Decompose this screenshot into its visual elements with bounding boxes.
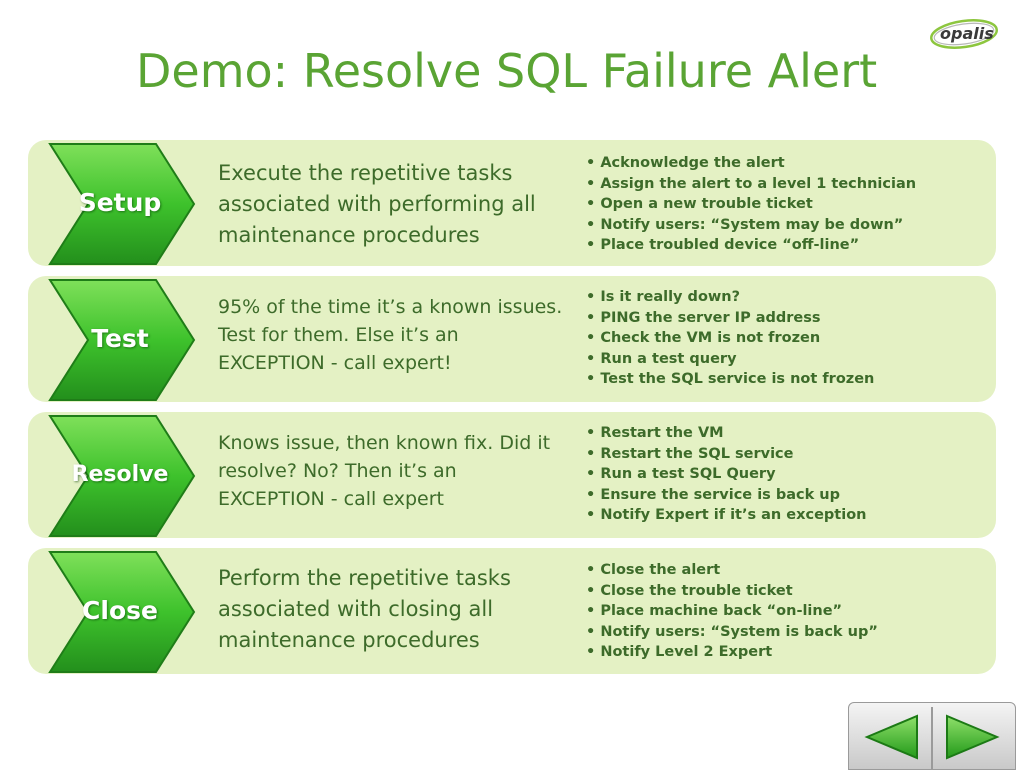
row-close: Close Perform the repetitive tasks assoc… (28, 548, 996, 674)
list-item: Ensure the service is back up (586, 485, 867, 506)
list-item: Close the alert (586, 560, 878, 581)
list-item: Open a new trouble ticket (586, 194, 916, 215)
step-bullets: Acknowledge the alert Assign the alert t… (586, 153, 916, 256)
chevron-close-icon (48, 551, 196, 673)
step-description: Execute the repetitive tasks associated … (218, 161, 536, 247)
list-item: Check the VM is not frozen (586, 328, 874, 349)
list-item: Notify users: “System is back up” (586, 622, 878, 643)
list-item: Run a test SQL Query (586, 464, 867, 485)
list-item: Place troubled device “off-line” (586, 235, 916, 256)
step-label: Resolve (71, 461, 169, 487)
chevron-resolve-icon (48, 415, 196, 537)
opalis-logo: opalis (928, 16, 1002, 52)
logo-text: opalis (940, 24, 994, 43)
page-title: Demo: Resolve SQL Failure Alert (136, 44, 878, 98)
list-item: Is it really down? (586, 287, 874, 308)
right-arrow-icon[interactable] (941, 713, 1001, 761)
list-item: Place machine back “on-line” (586, 601, 878, 622)
step-label: Test (91, 323, 149, 353)
list-item: Assign the alert to a level 1 technician (586, 174, 916, 195)
step-description: Perform the repetitive tasks associated … (218, 566, 511, 652)
step-bullets: Restart the VM Restart the SQL service R… (586, 423, 867, 526)
row-setup: Setup Execute the repetitive tasks assoc… (28, 140, 996, 266)
list-item: PING the server IP address (586, 308, 874, 329)
chevron-test-icon (48, 279, 196, 401)
list-item: Restart the SQL service (586, 444, 867, 465)
row-test: Test 95% of the time it’s a known issues… (28, 276, 996, 402)
step-description: 95% of the time it’s a known issues. Tes… (218, 296, 563, 374)
list-item: Acknowledge the alert (586, 153, 916, 174)
step-label: Close (82, 595, 158, 625)
list-item: Notify Level 2 Expert (586, 642, 878, 663)
list-item: Restart the VM (586, 423, 867, 444)
step-label: Setup (78, 187, 162, 217)
step-bullets: Close the alert Close the trouble ticket… (586, 560, 878, 663)
nav-divider (931, 707, 933, 769)
step-description: Knows issue, then known fix. Did it reso… (218, 432, 551, 510)
row-resolve: Resolve Knows issue, then known fix. Did… (28, 412, 996, 538)
list-item: Notify users: “System may be down” (586, 215, 916, 236)
slide-navigation (848, 702, 1016, 770)
list-item: Run a test query (586, 349, 874, 370)
left-arrow-icon[interactable] (863, 713, 923, 761)
chevron-setup-icon (48, 143, 196, 265)
list-item: Test the SQL service is not frozen (586, 369, 874, 390)
step-bullets: Is it really down? PING the server IP ad… (586, 287, 874, 390)
list-item: Notify Expert if it’s an exception (586, 505, 866, 526)
list-item: Close the trouble ticket (586, 581, 878, 602)
